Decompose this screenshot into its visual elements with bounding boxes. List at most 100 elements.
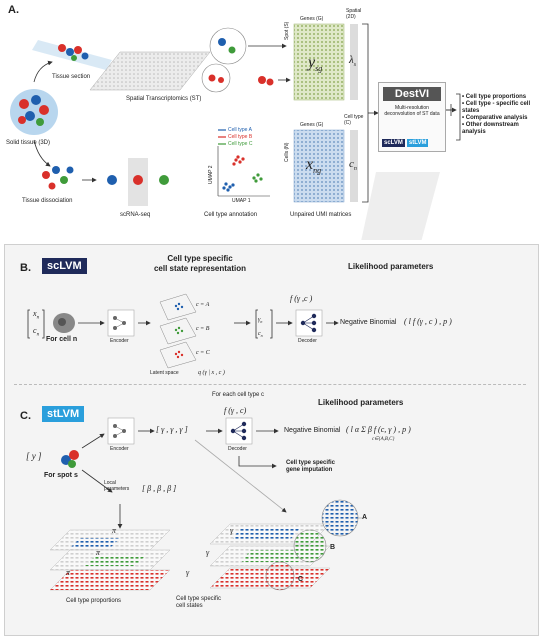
output-item: • Cell type proportions [462, 94, 527, 100]
label-beta-vector: [ β , β , β ] [142, 484, 177, 493]
symbol-c-sub: n [353, 166, 357, 173]
label-local-parameters: Local parameters [104, 480, 130, 492]
label-ys: [ y ] [26, 451, 42, 461]
symbol-c: cn [349, 158, 357, 172]
panel-divider [14, 384, 526, 385]
dissociated-cells [42, 166, 74, 190]
label-for-cell: For cell n [46, 336, 78, 343]
symbol-x: xng [306, 156, 321, 175]
label-circle-a: A [362, 514, 368, 521]
panel-a-letter: A. [8, 4, 19, 16]
symbol-c-main: c [349, 158, 354, 170]
scrnaseq-droplets [107, 158, 169, 206]
label-cells: Cells (N) [284, 142, 290, 162]
label-spot: Spot (S) [284, 21, 290, 40]
destvi-description: Multi-resolution deconvolution of ST dat… [384, 105, 440, 117]
output-item-label: Other downstream analysis [462, 122, 519, 135]
st-slide [89, 51, 211, 91]
panel-b-letter: B. [20, 262, 31, 274]
label-latent-space: Latent space [150, 370, 179, 376]
panel-c-graphics [49, 417, 362, 591]
label-pi-b: π [96, 548, 101, 557]
umap-plot [217, 146, 270, 197]
label-tissue-dissociation: Tissue dissociation [22, 198, 73, 204]
label-scrnaseq: scRNA-seq [120, 212, 151, 218]
label-circle-c: C [298, 576, 304, 583]
label-unpaired-matrices: Unpaired UMI matrices [290, 212, 352, 218]
label-q: q (γ | x , c ) [198, 370, 225, 376]
legend-cell-type-a: Cell type A [228, 127, 252, 133]
legend-cell-type-c: Cell type C [228, 141, 253, 147]
label-spatial-2d: Spatial (2D) [346, 8, 362, 20]
output-item-label: Cell type - specific cell states [462, 101, 531, 114]
destvi-title: DestVI [383, 87, 441, 101]
destvi-stlvm-badge: stLVM [406, 139, 429, 147]
label-spatial-transcriptomics: Spatial Transcriptomics (ST) [126, 96, 202, 102]
symbol-lambda: λs [349, 54, 356, 68]
label-cn-a: c = A [196, 302, 210, 308]
label-gamma-vector: [ γ , γ , γ ] [156, 425, 188, 434]
label-tissue-section: Tissue section [52, 74, 91, 80]
label-cn-b: c = B [196, 326, 210, 332]
matrix-x [293, 129, 345, 203]
label-decoder-c: Decoder [228, 446, 247, 452]
label-cell-type-annotation: Cell type annotation [204, 212, 258, 218]
panel-c-header-likelihood: Likelihood parameters [318, 398, 404, 407]
symbol-y: ysg [308, 54, 322, 73]
label-gene-imputation: Cell type specific gene imputation [286, 460, 336, 473]
axis-umap2: UMAP 2 [208, 165, 214, 184]
label-pi-c: π [66, 568, 71, 577]
symbol-y-sub: sg [315, 64, 323, 74]
symbol-x-sub: ng [313, 166, 322, 176]
panel-b-graphics [27, 293, 339, 369]
label-genes-top: Genes (G) [300, 16, 324, 22]
panel-a-graphics [10, 23, 461, 240]
panel-b-header-likelihood: Likelihood parameters [348, 262, 434, 271]
label-for-spot: For spot s [44, 472, 78, 479]
sum-formula-c: ( l α Σ β f (c, γ ) , p ) [346, 425, 411, 434]
label-encoder-b: Encoder [110, 338, 129, 344]
sum-subscript-c: c∈{A,B,C} [372, 437, 395, 442]
label-solid-tissue: Solid tissue (3D) [6, 140, 51, 146]
symbol-x-main: x [306, 156, 314, 173]
output-item-label: Cell type proportions [465, 94, 527, 100]
lambda-vector [350, 24, 358, 100]
label-gamma-a: γ [230, 526, 234, 535]
panel-c-letter: C. [20, 410, 31, 422]
label-f-c: f (γ , c) [224, 406, 247, 415]
tissue-section-illustration [32, 40, 112, 70]
label-cn-c: c = C [196, 350, 210, 356]
output-item-label: Comparative analysis [465, 115, 528, 121]
solid-tissue-illustration [10, 89, 58, 135]
panel-c-badge: stLVM [42, 406, 85, 422]
label-gamma-b: γ [206, 548, 210, 557]
symbol-y-main: y [308, 54, 316, 71]
label-cell-type-states: Cell type specific cell states [176, 596, 222, 609]
symbol-lambda-main: λ [349, 54, 354, 66]
label-encoder-c: Encoder [110, 446, 129, 452]
c-vector [350, 130, 358, 202]
label-neg-binomial-c: Negative Binomial [284, 427, 341, 434]
likelihood-formula-b: ( l f (γ , c ) , p ) [404, 317, 452, 326]
matrix-y [293, 23, 345, 101]
symbol-lambda-sub: s [353, 62, 357, 69]
label-decoder-b: Decoder [298, 338, 317, 344]
zoom-circle-top [209, 27, 247, 65]
destvi-sclvm-badge: scLVM [382, 139, 405, 147]
destvi-box: DestVI Multi-resolution deconvolution of… [378, 82, 446, 152]
output-item: • Other downstream analysis [462, 122, 519, 135]
output-item: • Comparative analysis [462, 115, 528, 121]
output-list: • Cell type proportions • Cell type - sp… [462, 94, 542, 136]
zoom-circle-bottom [201, 63, 231, 93]
label-gamma-c: γ [186, 568, 190, 577]
panel-b-header-state: Cell type specific cell state representa… [153, 254, 247, 273]
label-f-b: f (γ ,c ) [290, 294, 313, 303]
panel-b-badge: scLVM [42, 258, 87, 274]
output-item: • Cell type - specific cell states [462, 101, 531, 114]
label-for-each-cell-type: For each cell type c [212, 392, 265, 398]
label-neg-binomial-b: Negative Binomial [340, 319, 397, 326]
axis-umap1: UMAP 1 [232, 198, 251, 204]
label-cell-type-proportions: Cell type proportions [66, 598, 122, 604]
